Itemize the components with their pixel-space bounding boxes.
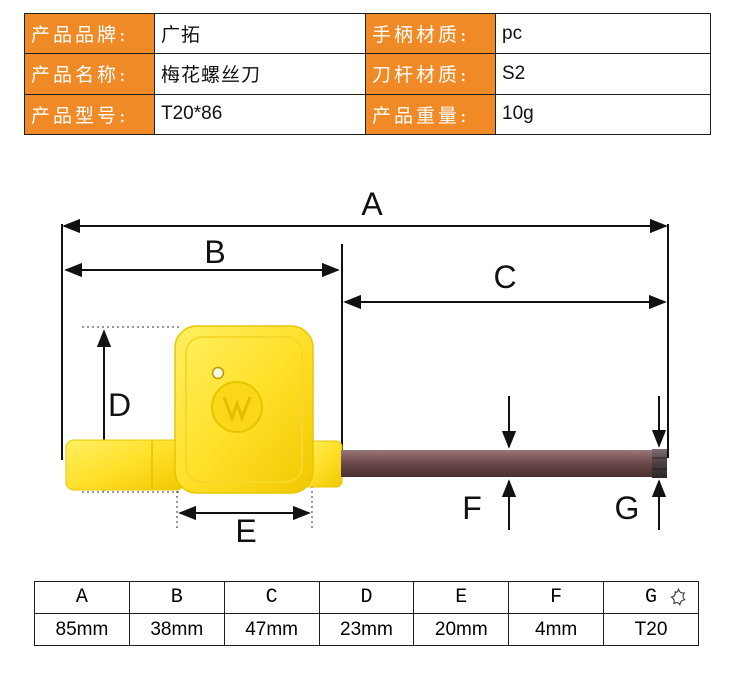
dims-value-d: 23mm (318, 613, 415, 646)
dim-label-c: C (493, 259, 516, 295)
handle-stem (65, 439, 185, 491)
dims-header-g-cell: G (603, 581, 699, 614)
dim-label-b: B (204, 234, 225, 270)
dim-label-f: F (462, 490, 482, 526)
spec-label: 产品品牌: (24, 12, 155, 55)
dims-header-row: A B C D E F G (34, 581, 699, 614)
spec-label: 手柄材质: (365, 12, 496, 55)
spec-label: 产品重量: (365, 93, 496, 136)
dims-header-e: E (413, 581, 510, 614)
torx-key-drawing (65, 325, 667, 494)
handle-flag-inner (185, 336, 303, 483)
dims-value-b: 38mm (128, 613, 225, 646)
dims-header-d: D (318, 581, 415, 614)
dims-value-row: 85mm 38mm 47mm 23mm 20mm 4mm T20 (34, 613, 699, 646)
dims-header-f: F (508, 581, 605, 614)
lanyard-hole-icon (211, 366, 225, 380)
spec-value: 广拓 (154, 12, 366, 55)
dims-value-f: 4mm (508, 613, 605, 646)
spec-value: 10g (495, 93, 711, 136)
dims-header-a: A (34, 581, 130, 614)
spec-row: 产品品牌: 广拓 手柄材质: pc (24, 12, 711, 55)
spec-value: S2 (495, 53, 711, 95)
dims-value-e: 20mm (413, 613, 510, 646)
dims-value-g: T20 (603, 613, 699, 646)
spec-row: 产品名称: 梅花螺丝刀 刀杆材质: S2 (24, 53, 711, 95)
torx-star-icon (670, 587, 686, 607)
shaft (341, 450, 653, 477)
dimension-diagram: A B C D E F G (61, 186, 669, 549)
embossed-logo-icon (222, 396, 252, 423)
torx-tip (652, 449, 667, 478)
spec-table: 产品品牌: 广拓 手柄材质: pc 产品名称: 梅花螺丝刀 刀杆材质: S2 产… (24, 12, 711, 136)
spec-label: 产品型号: (24, 93, 155, 136)
spec-label: 产品名称: (24, 53, 155, 95)
dim-label-a: A (361, 186, 383, 222)
spec-label: 刀杆材质: (365, 53, 496, 95)
spec-row: 产品型号: T20*86 产品重量: 10g (24, 93, 711, 136)
dims-header-g: G (645, 586, 658, 609)
dimensions-table: A B C D E F G 85mm 38mm 47mm 23mm 20mm 4… (34, 581, 699, 646)
dims-value-c: 47mm (223, 613, 320, 646)
spec-value: T20*86 (154, 93, 366, 136)
spec-value: 梅花螺丝刀 (154, 53, 366, 95)
spec-value: pc (495, 12, 711, 55)
dim-label-e: E (235, 513, 256, 549)
dim-label-g: G (615, 490, 640, 526)
dim-label-d: D (108, 387, 131, 423)
dims-header-c: C (223, 581, 320, 614)
dims-header-b: B (128, 581, 225, 614)
dims-value-a: 85mm (34, 613, 130, 646)
